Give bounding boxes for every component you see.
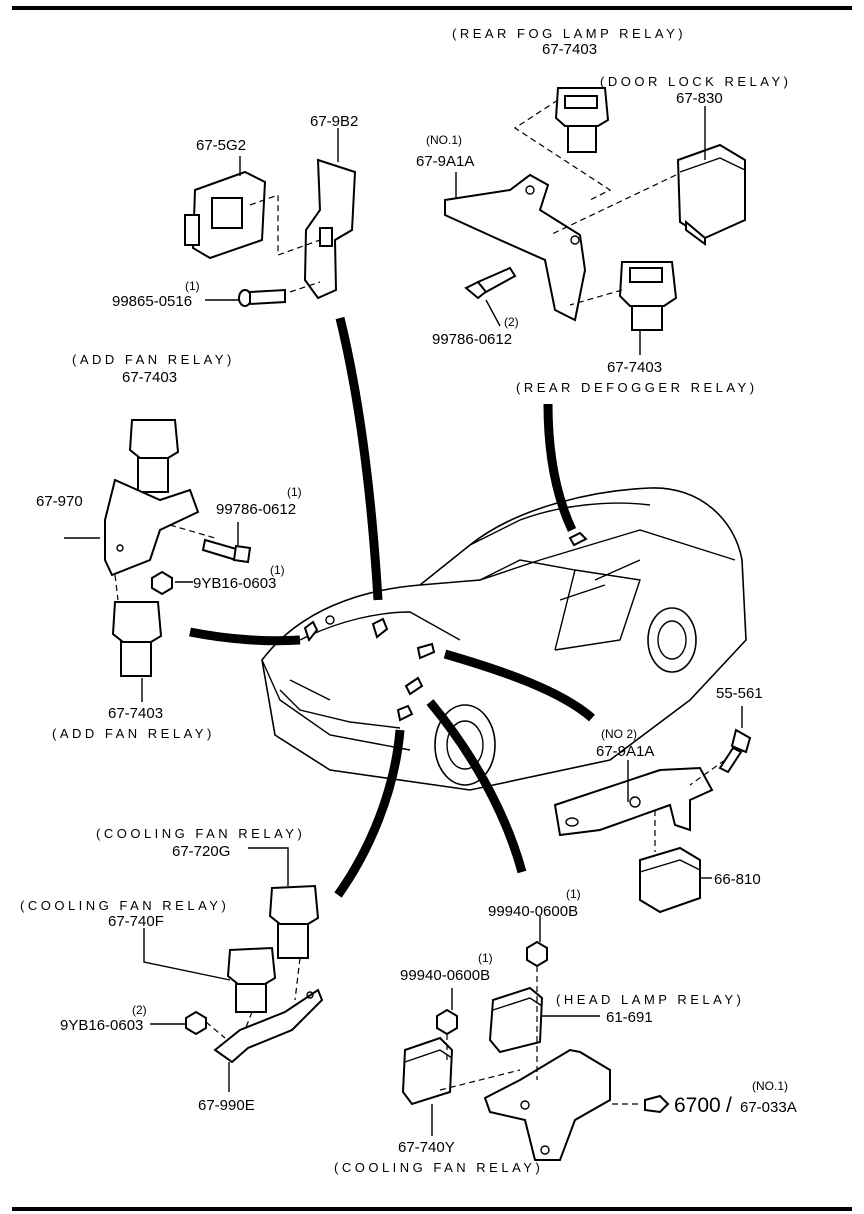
location-markers bbox=[303, 531, 588, 722]
bottom-border bbox=[12, 1207, 852, 1211]
label-67-970: 67-970 bbox=[36, 493, 83, 510]
dashed-guide-lines bbox=[114, 99, 726, 1105]
label-qty-1-a: (1) bbox=[185, 279, 200, 293]
nut-9yb16-left bbox=[151, 570, 173, 596]
module-67-5g2 bbox=[184, 170, 267, 260]
label-67-9b2: 67-9B2 bbox=[310, 113, 358, 130]
label-cool-720g-no: 67-720G bbox=[172, 843, 230, 860]
nut-99940-upper bbox=[526, 940, 548, 968]
label-bolt-99786-a: 99786-0612 bbox=[432, 331, 512, 348]
label-rear-fog-name: (REAR FOG LAMP RELAY) bbox=[452, 26, 686, 41]
label-qty-1-e: (1) bbox=[478, 951, 493, 965]
label-67-5g2: 67-5G2 bbox=[196, 137, 246, 154]
label-nut-99940-a: 99940-0600B bbox=[488, 903, 578, 920]
label-no1-a: (NO.1) bbox=[426, 133, 462, 147]
head-lamp-relay bbox=[488, 986, 544, 1054]
label-add-fan-bot-name: (ADD FAN RELAY) bbox=[52, 726, 215, 741]
label-67-9a1a-b: 67-9A1A bbox=[596, 743, 654, 760]
bracket-67-9a1a-upper bbox=[444, 173, 587, 322]
leader-lines bbox=[64, 106, 743, 1136]
screw-55-561 bbox=[718, 728, 752, 774]
bracket-67-9a1a-right bbox=[553, 766, 714, 837]
label-bolt-99865: 99865-0516 bbox=[112, 293, 192, 310]
nut-99940-lower bbox=[436, 1008, 458, 1036]
label-cool-740y-no: 67-740Y bbox=[398, 1139, 455, 1156]
bolt-99786-left bbox=[201, 538, 252, 564]
bracket-lower-assembly bbox=[483, 1048, 611, 1161]
label-add-fan-top-no: 67-7403 bbox=[122, 369, 177, 386]
label-qty-1-c: (1) bbox=[270, 563, 285, 577]
label-no2: (NO 2) bbox=[601, 727, 637, 741]
label-qty-1-b: (1) bbox=[287, 485, 302, 499]
label-bolt-99786-b: 99786-0612 bbox=[216, 501, 296, 518]
label-cool-740f-no: 67-740F bbox=[108, 913, 164, 930]
label-head-lamp-name: (HEAD LAMP RELAY) bbox=[556, 992, 744, 1007]
label-head-lamp-no: 61-691 bbox=[606, 1009, 653, 1026]
door-lock-relay bbox=[676, 143, 746, 246]
label-slash: / bbox=[726, 1094, 732, 1117]
label-add-fan-bot-no: 67-7403 bbox=[108, 705, 163, 722]
label-add-fan-top-name: (ADD FAN RELAY) bbox=[72, 352, 235, 367]
label-6700: 6700 bbox=[674, 1094, 721, 1117]
label-nut-99940-b: 99940-0600B bbox=[400, 967, 490, 984]
add-fan-relay-top bbox=[128, 419, 180, 493]
bracket-67-970 bbox=[104, 478, 200, 577]
label-qty-2-b: (2) bbox=[132, 1003, 147, 1017]
label-cool-740y-name: (COOLING FAN RELAY) bbox=[334, 1160, 543, 1175]
bolt-99786-upper bbox=[464, 266, 517, 300]
label-rear-def-no: 67-7403 bbox=[607, 359, 662, 376]
label-67-9a1a: 67-9A1A bbox=[416, 153, 474, 170]
callout-labels: (REAR FOG LAMP RELAY) 67-7403 (DOOR LOCK… bbox=[20, 26, 797, 1175]
car-illustration bbox=[261, 487, 747, 791]
cooling-fan-relay-740f bbox=[226, 946, 277, 1013]
connector-6700 bbox=[644, 1094, 670, 1114]
cooling-fan-relay-720g bbox=[268, 884, 320, 959]
top-border bbox=[12, 6, 852, 10]
label-door-lock-name: (DOOR LOCK RELAY) bbox=[600, 74, 791, 89]
cooling-fan-relay-740y bbox=[401, 1036, 454, 1106]
label-66-810: 66-810 bbox=[714, 871, 761, 888]
label-no1-b: (NO.1) bbox=[752, 1079, 788, 1093]
rear-defogger-relay bbox=[618, 261, 678, 331]
rear-fog-lamp-relay bbox=[554, 87, 610, 153]
pointer-arrows bbox=[189, 316, 595, 898]
screw-99865 bbox=[238, 288, 286, 307]
label-cool-740f-name: (COOLING FAN RELAY) bbox=[20, 898, 229, 913]
label-rear-def-name: (REAR DEFOGGER RELAY) bbox=[516, 380, 758, 395]
nut-9yb16-lower bbox=[185, 1010, 207, 1036]
label-rear-fog-no: 67-7403 bbox=[542, 41, 597, 58]
bracket-67-990e bbox=[213, 988, 324, 1064]
label-nut-9yb16-b: 9YB16-0603 bbox=[60, 1017, 143, 1034]
label-67-990e: 67-990E bbox=[198, 1097, 255, 1114]
label-cool-720g-name: (COOLING FAN RELAY) bbox=[96, 826, 305, 841]
label-67-033a: 67-033A bbox=[740, 1099, 797, 1116]
label-door-lock-no: 67-830 bbox=[676, 90, 723, 107]
label-qty-1-d: (1) bbox=[566, 887, 581, 901]
label-55-561: 55-561 bbox=[716, 685, 763, 702]
label-nut-9yb16-a: 9YB16-0603 bbox=[193, 575, 276, 592]
add-fan-relay-bottom bbox=[111, 601, 163, 677]
label-qty-2-a: (2) bbox=[504, 315, 519, 329]
module-66-810 bbox=[639, 846, 701, 914]
bracket-67-9b2 bbox=[303, 158, 357, 300]
